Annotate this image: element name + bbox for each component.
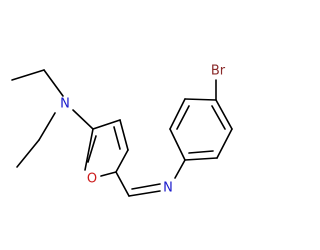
bond-phenyl-c3-c4 (215, 99, 233, 130)
bond-ethyl1-ch2-n (43, 69, 64, 97)
bond-furan-o-c5-double (87, 135, 97, 163)
bond-furan-c3-c2 (115, 149, 129, 173)
bond-ethyl2-ch2-ch3 (16, 139, 40, 168)
chemical-structure-diagram: Br N O N (11, 64, 233, 197)
bond-furan-o-c5 (84, 128, 94, 171)
atom-label-imine-nitrogen: N (163, 181, 173, 196)
bond-ethyl1-ch3-ch2 (11, 69, 45, 81)
bond-n-imine-phenyl (174, 159, 186, 179)
bond-phenyl-c5-c6-double (176, 105, 190, 130)
bond-n-ethyl2-ch2 (38, 112, 56, 141)
bond-furan-c5-c4 (92, 119, 121, 130)
atom-label-amine-nitrogen: N (60, 97, 70, 112)
bond-phenyl-c1-c2-double (188, 150, 214, 154)
bond-furan-c4-c3 (119, 119, 129, 151)
bond-phenyl-c6-c1 (169, 128, 186, 161)
bond-furan-c4-c3-double (113, 126, 121, 150)
bond-c2-ch (115, 171, 130, 197)
atom-label-bromine: Br (211, 64, 226, 79)
bond-ch-n-imine-double (131, 183, 161, 190)
bond-ch-n-imine (128, 190, 161, 197)
bond-phenyl-c5-c6 (169, 98, 186, 130)
bond-lines (11, 69, 233, 197)
bond-n-furan-c5 (72, 109, 94, 130)
bond-phenyl-c3-c4-double (211, 105, 226, 130)
bond-furan-c2-o (100, 171, 117, 177)
bond-phenyl-c2-c3 (216, 128, 233, 159)
bond-phenyl-c4-c5 (184, 98, 217, 101)
atom-label-furan-oxygen: O (87, 172, 97, 187)
bond-phenyl-c1-c2 (184, 157, 218, 161)
